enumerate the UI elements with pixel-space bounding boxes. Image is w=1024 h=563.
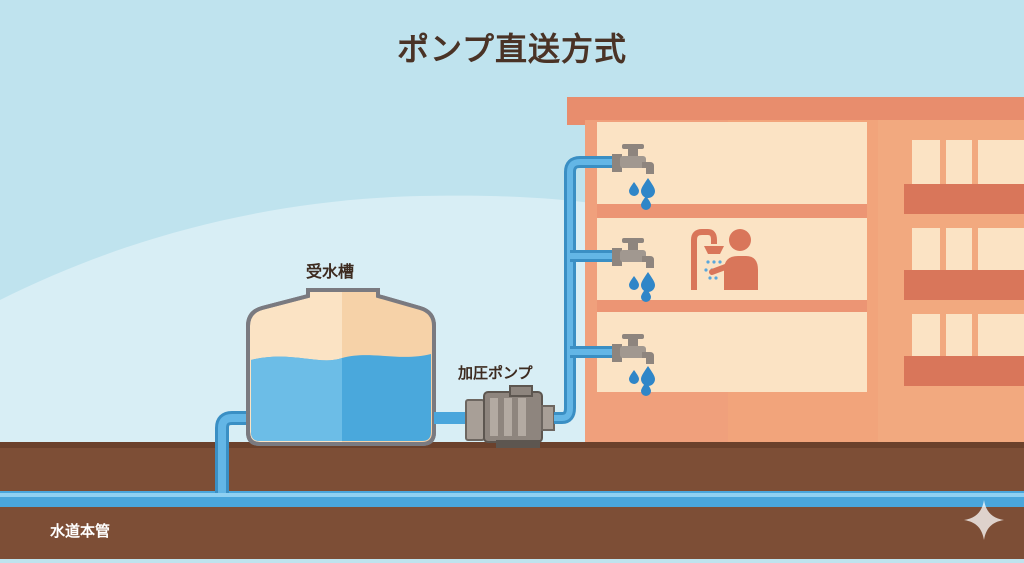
main-pipe-label: 水道本管 <box>50 522 111 540</box>
water-drop-icon <box>629 366 655 396</box>
sparkle-icon <box>964 500 1004 540</box>
water-drop-icon <box>629 178 655 210</box>
booster-pump <box>465 385 555 448</box>
faucet-icon <box>612 334 654 364</box>
shower-person-icon <box>691 229 758 290</box>
water-tank <box>246 288 436 446</box>
faucet-icon <box>612 144 654 174</box>
tank-label: 受水槽 <box>305 262 354 281</box>
building <box>567 97 1024 450</box>
right-wing-windows <box>904 140 1024 386</box>
pump-label: 加圧ポンプ <box>458 364 533 382</box>
diagram-title: ポンプ直送方式 <box>396 30 628 68</box>
water-drop-icon <box>629 272 655 302</box>
faucet-icon <box>612 238 654 268</box>
